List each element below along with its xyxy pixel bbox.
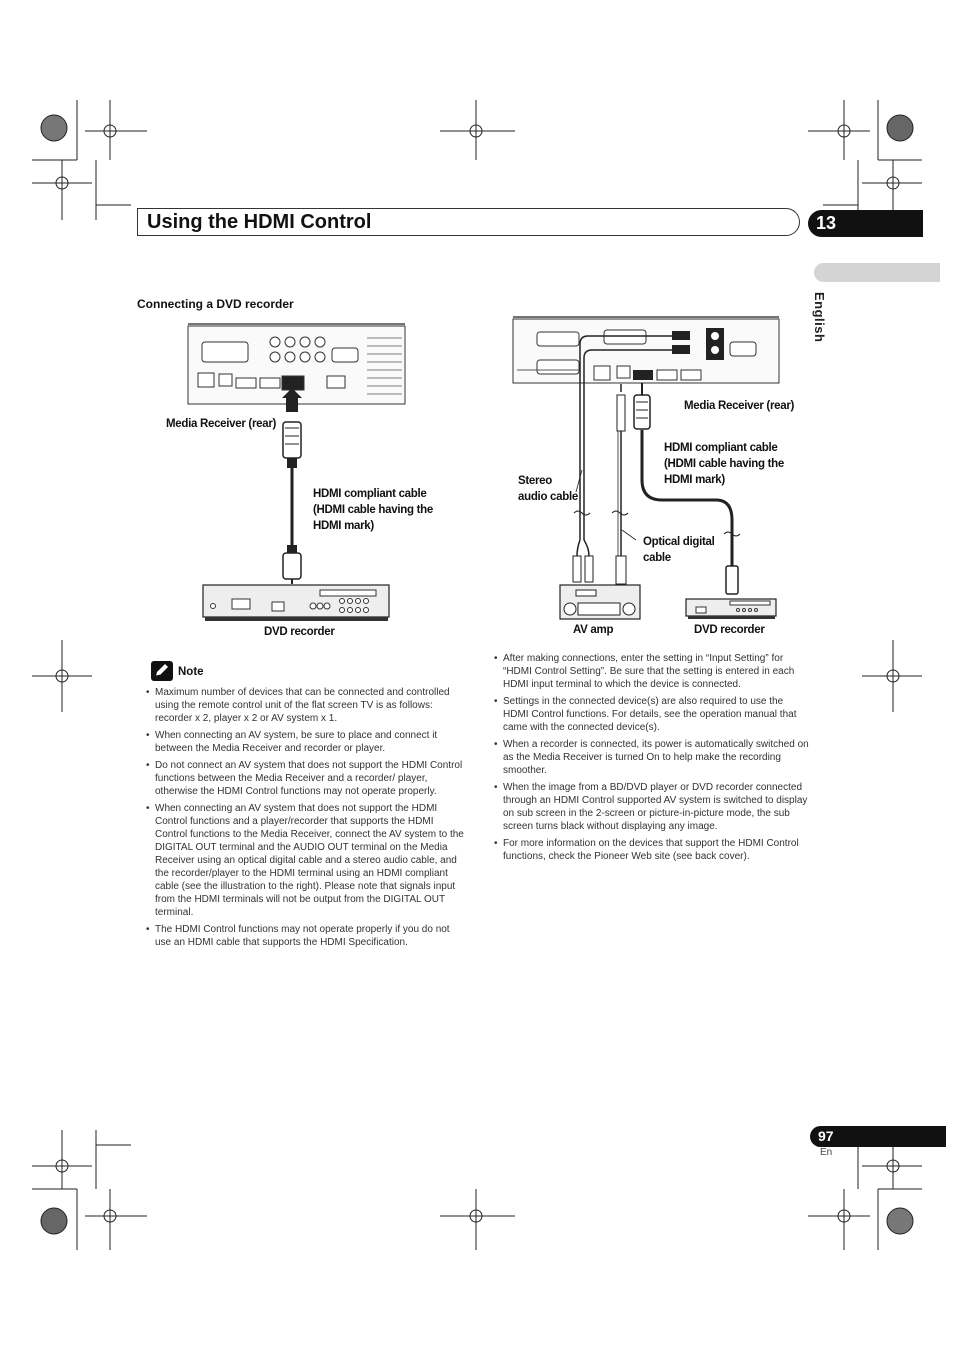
label-media-receiver-right: Media Receiver (rear)	[684, 400, 795, 412]
right-item: When a recorder is connected, its power …	[494, 738, 810, 777]
section-heading: Connecting a DVD recorder	[137, 297, 294, 311]
note-pencil-icon	[151, 661, 173, 681]
header-bar	[137, 208, 800, 236]
right-item: Settings in the connected device(s) are …	[494, 695, 810, 734]
dvd-recorder-left	[202, 584, 390, 621]
label-hdmi-cable-left-2: (HDMI cable having the	[313, 504, 433, 516]
right-item: For more information on the devices that…	[494, 837, 810, 863]
page-title: Using the HDMI Control	[147, 211, 372, 233]
note-list: Maximum number of devices that can be co…	[146, 686, 464, 953]
label-dvd-recorder-right: DVD recorder	[694, 624, 765, 636]
language-label: English	[812, 292, 827, 343]
label-optical-cable-1: Optical digital	[643, 536, 715, 548]
label-stereo-cable-1: Stereo	[518, 475, 552, 487]
note-item: Do not connect an AV system that does no…	[146, 759, 464, 798]
right-item: After making connections, enter the sett…	[494, 652, 810, 691]
hdmi-cable-right	[633, 383, 739, 595]
page-number: 97	[810, 1126, 946, 1147]
language-tab	[814, 263, 940, 282]
label-hdmi-cable-right-2: (HDMI cable having the	[664, 458, 784, 470]
label-dvd-recorder-left: DVD recorder	[264, 626, 335, 638]
note-item: When connecting an AV system, be sure to…	[146, 729, 464, 755]
optical-digital-cable	[615, 384, 627, 585]
label-hdmi-cable-left-3: HDMI mark)	[313, 520, 374, 532]
label-hdmi-cable-left-1: HDMI compliant cable	[313, 488, 427, 500]
page-language-code: En	[820, 1147, 833, 1158]
label-hdmi-cable-right-3: HDMI mark)	[664, 474, 725, 486]
label-hdmi-cable-right-1: HDMI compliant cable	[664, 442, 778, 454]
label-optical-cable-2: cable	[643, 552, 671, 564]
av-amp	[559, 584, 641, 620]
note-title: Note	[178, 666, 204, 678]
label-av-amp: AV amp	[573, 624, 614, 636]
chapter-number: 13	[808, 210, 923, 237]
note-item: Maximum number of devices that can be co…	[146, 686, 464, 725]
right-column-list: After making connections, enter the sett…	[494, 652, 810, 867]
hdmi-cable-left	[282, 388, 302, 584]
right-item: When the image from a BD/DVD player or D…	[494, 781, 810, 833]
label-stereo-cable-2: audio cable	[518, 491, 578, 503]
dvd-recorder-right	[685, 598, 777, 619]
label-media-receiver-left: Media Receiver (rear)	[166, 418, 277, 430]
media-receiver-rear-panel-right	[512, 316, 780, 384]
note-item: The HDMI Control functions may not opera…	[146, 923, 464, 949]
note-item: When connecting an AV system that does n…	[146, 802, 464, 919]
stereo-audio-cable	[572, 331, 690, 583]
media-receiver-rear-panel-left	[187, 323, 406, 405]
